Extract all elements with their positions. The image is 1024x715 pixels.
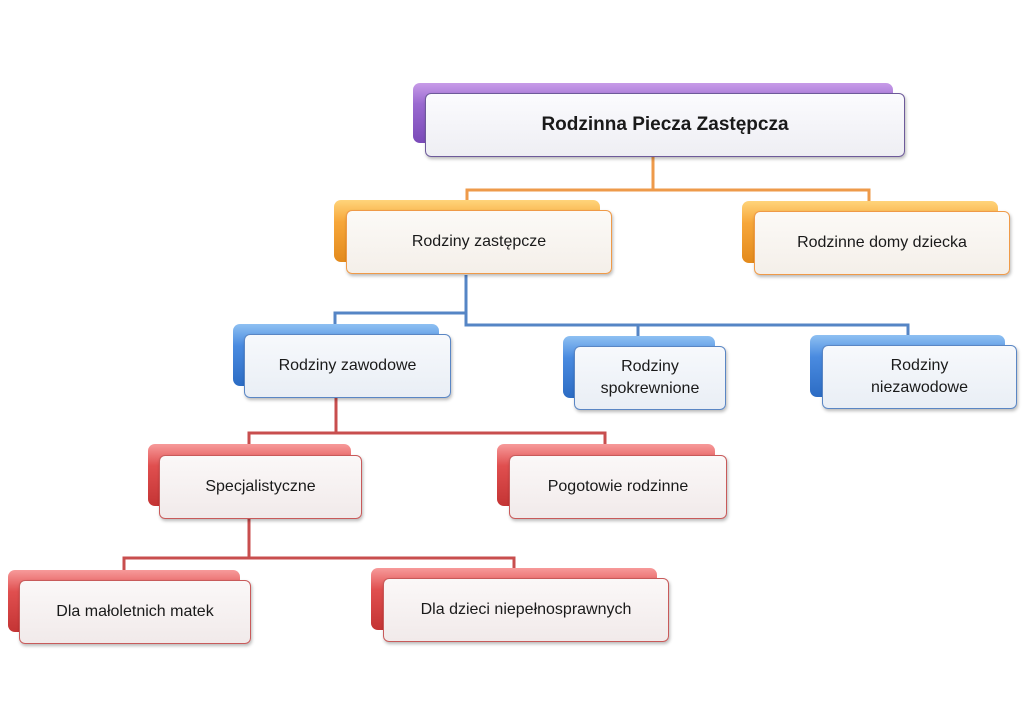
node-label: Rodzinne domy dziecka (797, 234, 967, 251)
connector-zastepcze-children (333, 275, 910, 337)
node-label: Rodzinna Piecza Zastępcza (541, 114, 789, 135)
connector-root-children (465, 157, 871, 203)
node-label: Dla małoletnich matek (56, 603, 214, 620)
node-label: Pogotowie rodzinne (547, 478, 689, 495)
node-label: Specjalistyczne (205, 478, 316, 495)
node-label: Dla dzieci niepełnosprawnych (420, 601, 632, 618)
node-label-line2: spokrewnione (600, 380, 700, 397)
node-label-line2: niezawodowe (871, 379, 968, 396)
node-label-line1: Rodziny (621, 358, 679, 375)
connector-specjalistyczne-children (122, 519, 516, 571)
node-label-line1: Rodziny (890, 357, 949, 374)
node-label: Rodziny zastępcze (411, 233, 547, 250)
node-label: Rodziny zawodowe (278, 357, 417, 374)
connector-zawodowe-children (247, 397, 607, 446)
